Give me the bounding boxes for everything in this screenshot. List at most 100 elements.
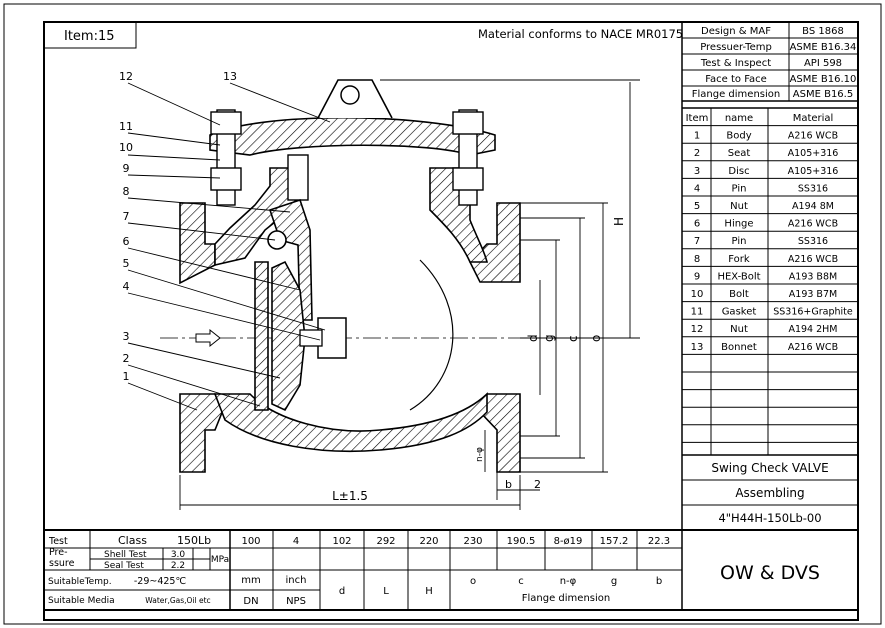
spec-temp-label: SuitableTemp. bbox=[48, 577, 112, 587]
spec-unit-inch: inch bbox=[286, 575, 307, 586]
callout-number: 7 bbox=[123, 210, 130, 223]
parts-row-item: 6 bbox=[694, 219, 700, 230]
std-value: API 598 bbox=[804, 58, 842, 69]
parts-row-material: SS316 bbox=[798, 236, 828, 247]
callout-number: 11 bbox=[119, 120, 133, 133]
spec-unit-mm: mm bbox=[241, 575, 260, 586]
parts-row-name: HEX-Bolt bbox=[717, 271, 760, 282]
spec-value: 230 bbox=[463, 536, 482, 547]
valve-cross-section bbox=[160, 79, 600, 473]
parts-row-material: A216 WCB bbox=[788, 342, 838, 353]
spec-media-label: Suitable Media bbox=[48, 596, 115, 606]
hinge-pin bbox=[267, 230, 287, 250]
parts-row-name: Fork bbox=[728, 254, 750, 265]
inner-border bbox=[43, 21, 859, 621]
spec-label-dn: DN bbox=[243, 596, 258, 607]
std-value: ASME B16.5 bbox=[793, 89, 853, 100]
parts-row-name: Pin bbox=[732, 236, 747, 247]
spec-pressure-label: ssure bbox=[49, 558, 75, 569]
spec-pressure-label: Pre- bbox=[49, 547, 68, 558]
dim-c: c bbox=[566, 335, 580, 342]
callout-number: 5 bbox=[123, 257, 130, 270]
assembling-label: Assembling bbox=[735, 486, 804, 500]
nut-left-top bbox=[210, 111, 242, 135]
left-flange bbox=[179, 202, 216, 285]
spec-table: Test Pre- ssure Class 150Lb Shell Test 3… bbox=[44, 529, 858, 611]
parts-row-name: Bolt bbox=[729, 289, 749, 300]
std-value: ASME B16.34 bbox=[790, 42, 857, 53]
spec-test-label: Test bbox=[48, 536, 68, 547]
callout-number: 2 bbox=[123, 352, 130, 365]
parts-row-item: 11 bbox=[691, 307, 704, 318]
spec-seal-value: 2.2 bbox=[171, 561, 185, 571]
parts-row-material: A193 B7M bbox=[789, 289, 837, 300]
seat bbox=[254, 261, 269, 411]
nut-right-bottom bbox=[452, 167, 484, 191]
spec-flange-dimension: Flange dimension bbox=[522, 593, 610, 604]
spec-value: 100 bbox=[241, 536, 260, 547]
callout-number: 9 bbox=[123, 162, 130, 175]
spec-label-b: b bbox=[656, 576, 662, 587]
callout-number: 3 bbox=[123, 330, 130, 343]
spec-value: 4 bbox=[293, 536, 299, 547]
item-box bbox=[43, 21, 137, 49]
material-note: Material conforms to NACE MR0175 bbox=[478, 27, 683, 41]
spec-value: 22.3 bbox=[648, 536, 670, 547]
parts-row-item: 10 bbox=[691, 289, 704, 300]
nut-left-bottom bbox=[210, 167, 242, 191]
std-value: BS 1868 bbox=[802, 26, 844, 37]
disc bbox=[271, 260, 306, 412]
parts-row-name: Body bbox=[726, 131, 751, 142]
parts-row-name: Pin bbox=[732, 183, 747, 194]
parts-row-item: 7 bbox=[694, 236, 700, 247]
drawing-number: 4"H44H-150Lb-00 bbox=[718, 511, 821, 525]
parts-row-name: Seat bbox=[728, 148, 751, 159]
std-label: Flange dimension bbox=[692, 89, 780, 100]
bonnet bbox=[209, 116, 496, 156]
spec-value: 157.2 bbox=[600, 536, 629, 547]
spec-value: 102 bbox=[332, 536, 351, 547]
parts-row-material: A216 WCB bbox=[788, 254, 838, 265]
spec-label-nps: NPS bbox=[286, 596, 306, 607]
callout-number: 6 bbox=[123, 235, 130, 248]
parts-row-item: 9 bbox=[694, 271, 700, 282]
parts-row-item: 1 bbox=[694, 131, 700, 142]
callout-number: 8 bbox=[123, 185, 130, 198]
spec-label-o: o bbox=[470, 576, 476, 587]
parts-row-item: 5 bbox=[694, 201, 700, 212]
parts-row-name: Disc bbox=[728, 166, 749, 177]
parts-grid bbox=[682, 125, 858, 443]
parts-row-name: Bonnet bbox=[721, 342, 757, 353]
standards-table: Design & MAF BS 1868 Pressuer-Temp ASME … bbox=[682, 22, 858, 102]
spec-class-value: 150Lb bbox=[177, 534, 211, 547]
parts-row-item: 3 bbox=[694, 166, 700, 177]
dimension-lines bbox=[179, 79, 640, 510]
nut-right-top bbox=[452, 111, 484, 135]
parts-row-material: A194 2HM bbox=[788, 324, 837, 335]
spec-value: 8-ø19 bbox=[554, 536, 583, 547]
parts-row-item: 8 bbox=[694, 254, 700, 265]
std-label: Test & Inspect bbox=[700, 58, 771, 69]
spec-shell-test: Shell Test bbox=[104, 550, 147, 560]
spec-temp-value: -29~425℃ bbox=[134, 576, 187, 587]
spec-value: 190.5 bbox=[507, 536, 536, 547]
body-lower-wall bbox=[213, 392, 488, 453]
spec-unit: MPa bbox=[211, 555, 229, 565]
parts-row-material: A194 8M bbox=[792, 201, 834, 212]
outer-border bbox=[3, 3, 882, 625]
dim-b: b bbox=[505, 478, 512, 491]
callout-number: 12 bbox=[119, 70, 133, 83]
lifting-hole bbox=[340, 85, 360, 105]
parts-row-material: A216 WCB bbox=[788, 219, 838, 230]
dim-o: o bbox=[589, 335, 603, 342]
callout-number: 13 bbox=[223, 70, 237, 83]
std-value: ASME B16.10 bbox=[790, 74, 857, 85]
spec-class-label: Class bbox=[118, 534, 147, 547]
spec-label-h: H bbox=[425, 586, 433, 597]
parts-row-item: 13 bbox=[691, 342, 704, 353]
dim-g: g bbox=[542, 334, 556, 342]
